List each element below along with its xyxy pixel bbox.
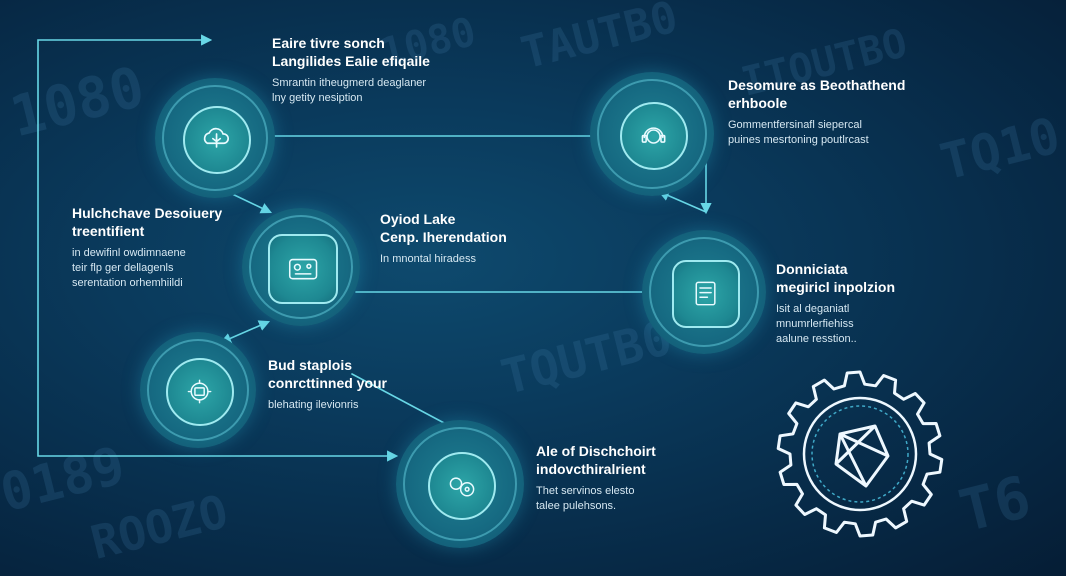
connector-lines bbox=[37, 34, 712, 462]
process-node-1[interactable] bbox=[155, 78, 275, 198]
process-node-6[interactable] bbox=[642, 230, 766, 354]
cells-network-icon bbox=[428, 452, 496, 520]
connector-n1-n3 bbox=[227, 191, 273, 214]
process-node-3[interactable] bbox=[242, 208, 360, 326]
process-node-5[interactable] bbox=[590, 72, 714, 196]
crystal-gear-icon bbox=[776, 370, 944, 538]
process-node-4[interactable] bbox=[140, 332, 256, 448]
process-node-7[interactable] bbox=[396, 420, 524, 548]
calendar-tablet-icon bbox=[268, 234, 338, 304]
connector-left-loop bbox=[37, 34, 399, 462]
headset-face-icon bbox=[620, 102, 688, 170]
connector-diag-right bbox=[657, 190, 707, 213]
node-description: blehating ilevionris bbox=[268, 399, 359, 411]
cloud-tree-icon bbox=[183, 106, 251, 174]
gear-scroll-icon bbox=[166, 358, 234, 426]
connector-n4-n7 bbox=[351, 373, 447, 425]
connector-n3-n4 bbox=[219, 320, 271, 344]
document-icon bbox=[672, 260, 740, 328]
node-description: In mnontal hiradess bbox=[380, 253, 476, 265]
